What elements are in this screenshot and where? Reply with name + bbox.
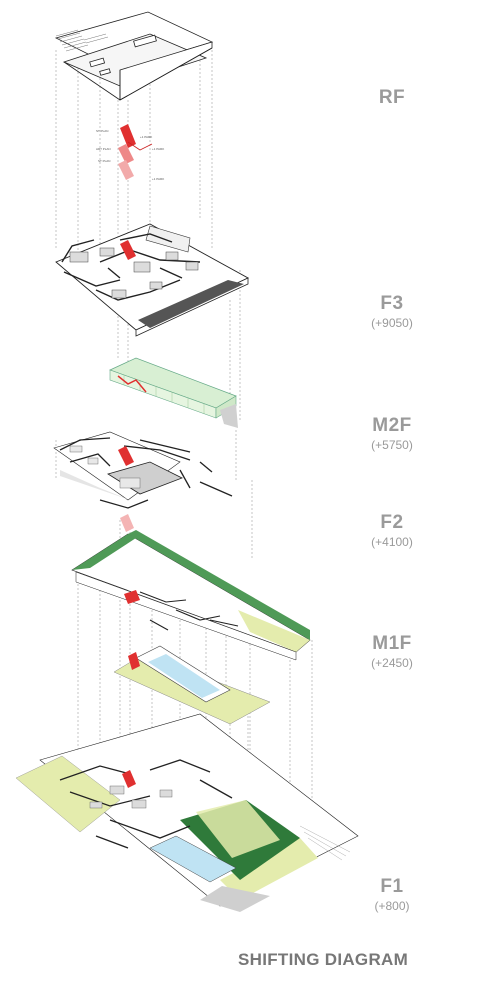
svg-text:ST PLAN: ST PLAN — [98, 159, 110, 163]
svg-text:+1 PARK: +1 PARK — [152, 147, 164, 151]
level-elevation: (+2450) — [371, 656, 413, 670]
level-label-f1: F1 (+800) — [332, 876, 452, 914]
level-name: F2 — [380, 512, 404, 533]
level-elevation: (+9050) — [371, 316, 413, 330]
svg-text:+1 PARK: +1 PARK — [140, 135, 152, 139]
m1f-volume — [71, 530, 311, 661]
f3-floor-plate — [55, 223, 249, 337]
rf-stair-annotations: ST PLAN ART PLAN ST PLAN +1 PARK +1 PARK… — [96, 124, 164, 181]
level-label-m1f: M1F (+2450) — [332, 633, 452, 671]
level-elevation: (+800) — [374, 899, 410, 913]
f2-floor-plate — [53, 431, 233, 532]
f1-ground-floor — [15, 713, 359, 912]
level-name: F1 — [380, 876, 404, 897]
level-name: M2F — [372, 415, 412, 436]
level-label-f2: F2 (+4100) — [332, 512, 452, 550]
svg-text:+1 PARK: +1 PARK — [152, 177, 164, 181]
level-elevation: (+5750) — [371, 438, 413, 452]
level-elevation: (+4100) — [371, 535, 413, 549]
level-name: F3 — [380, 293, 404, 314]
level-name: RF — [378, 87, 406, 108]
level-name: M1F — [372, 633, 412, 654]
m2f-mezzanine-volume — [109, 357, 238, 428]
level-label-m2f: M2F (+5750) — [332, 415, 452, 453]
diagram-title: SHIFTING DIAGRAM — [238, 950, 409, 969]
roof-level-block — [54, 11, 214, 101]
svg-text:ST PLAN: ST PLAN — [96, 129, 108, 133]
level-label-rf: RF — [332, 87, 452, 109]
svg-text:ART PLAN: ART PLAN — [96, 147, 111, 151]
m1f-pool-terrace — [113, 645, 271, 725]
level-label-f3: F3 (+9050) — [332, 293, 452, 331]
roof-hatch — [55, 29, 109, 52]
